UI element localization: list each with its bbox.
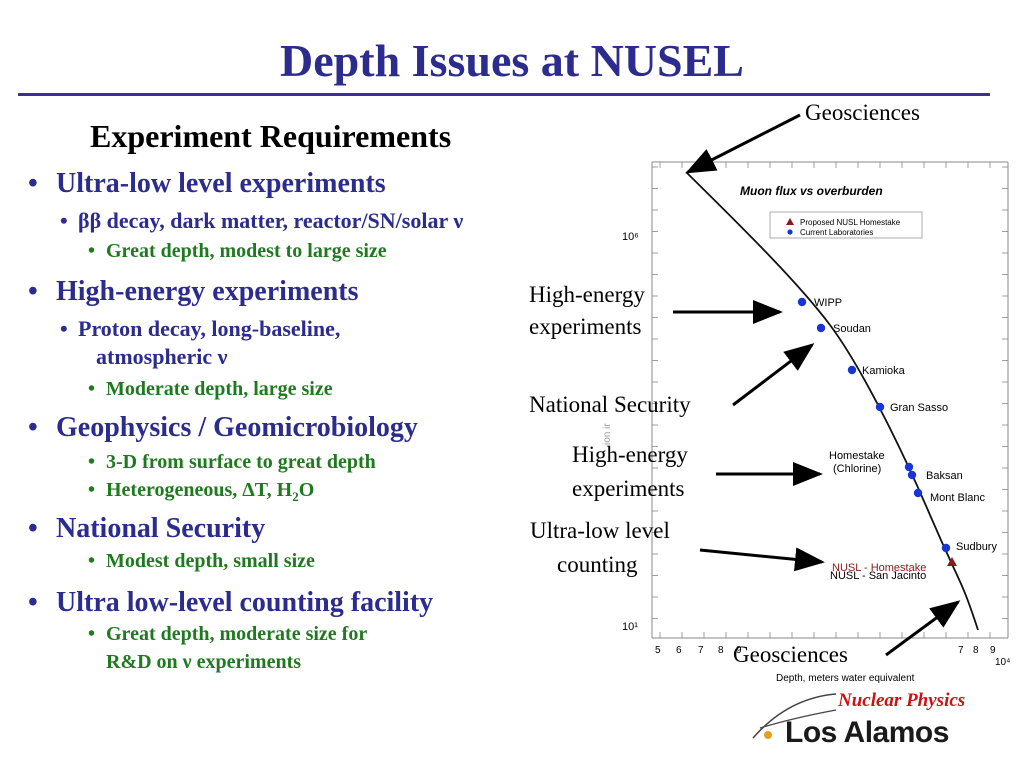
title-rule xyxy=(18,93,990,96)
bullet-geophysics: •Geophysics / Geomicrobiology xyxy=(28,412,418,443)
los-alamos-wordmark: Los Alamos xyxy=(785,716,949,749)
slide-subtitle: Experiment Requirements xyxy=(90,118,452,154)
data-point xyxy=(816,323,826,333)
chart-title: Muon flux vs overburden xyxy=(740,184,883,198)
bullet-national-security-label: National Security xyxy=(56,513,266,544)
detail-national-security: •Modest depth, small size xyxy=(88,550,315,572)
data-point xyxy=(904,462,914,472)
chart-legend: Proposed NUSL Homestake Current Laborato… xyxy=(769,211,923,239)
point-label: Kamioka xyxy=(862,365,906,377)
legend-circle-icon xyxy=(787,229,793,235)
callout-ultra-low-line1: Ultra-low level xyxy=(530,518,670,543)
sub-bullet-high-energy-line2: atmospheric ν xyxy=(96,344,228,369)
data-point xyxy=(847,365,857,375)
point-label: Baksan xyxy=(926,470,963,482)
data-point xyxy=(913,488,923,498)
legend-proposed: Proposed NUSL Homestake xyxy=(800,218,901,227)
data-point xyxy=(797,297,807,307)
bullet-ultra-low-label: Ultra-low level experiments xyxy=(56,168,386,199)
bullet-high-energy-label: High-energy experiments xyxy=(56,276,359,307)
point-label: Homestake xyxy=(829,450,885,462)
bullet-national-security: •National Security xyxy=(28,513,266,544)
arrow-geosciences-top xyxy=(685,113,801,174)
detail-geophysics-2-prefix: Heterogeneous, ΔT, H xyxy=(106,479,293,501)
bullet-ultra-low: •Ultra-low level experiments xyxy=(28,168,386,199)
legend-triangle-icon xyxy=(786,218,794,225)
callout-high-energy-2-line2: experiments xyxy=(572,476,685,501)
nuclear-physics-label: Nuclear Physics xyxy=(838,690,966,711)
detail-geophysics-2-sub: 2 xyxy=(292,489,299,504)
point-label: Soudan xyxy=(833,323,871,335)
x-tick-label: 6 xyxy=(676,645,682,656)
los-alamos-logo-icon xyxy=(752,693,837,739)
slide-title: Depth Issues at NUSEL xyxy=(280,35,744,86)
detail-geophysics-2-suffix: O xyxy=(298,479,315,501)
callout-ultra-low-line2: counting xyxy=(557,552,638,577)
detail-high-energy: •Moderate depth, large size xyxy=(88,378,333,400)
x-tick-label: 9 xyxy=(990,645,996,656)
data-point xyxy=(875,402,885,412)
point-label: NUSL - Homestake xyxy=(832,562,926,574)
data-point xyxy=(907,470,917,480)
flux-curve xyxy=(685,171,979,631)
sub-bullet-high-energy-line1: Proton decay, long-baseline, xyxy=(78,316,341,341)
bullet-counting-facility: •Ultra low-level counting facility xyxy=(28,587,434,618)
legend-current: Current Laboratories xyxy=(800,228,873,237)
detail-geophysics-1: •3-D from surface to great depth xyxy=(88,451,376,473)
arrow-national-security xyxy=(732,343,815,407)
arrow-geosciences-bottom xyxy=(885,600,961,657)
callout-high-energy-1-line2: experiments xyxy=(529,314,642,339)
detail-counting-facility-line1: Great depth, moderate size for xyxy=(106,623,368,645)
point-label: WIPP xyxy=(814,297,842,309)
detail-national-security-text: Modest depth, small size xyxy=(106,550,315,572)
y-axis-label: ion ir xyxy=(602,423,613,445)
data-point-proposed xyxy=(947,557,957,566)
callout-national-security: National Security xyxy=(529,392,691,417)
point-label: (Chlorine) xyxy=(833,463,881,475)
sub-bullet-ultra-low-text: ββ decay, dark matter, reactor/SN/solar … xyxy=(78,208,464,233)
annotation-san-jacinto: NUSL - San Jacinto xyxy=(830,570,926,582)
detail-geophysics-1-text: 3-D from surface to great depth xyxy=(106,451,376,473)
detail-ultra-low: •Great depth, modest to large size xyxy=(88,240,387,262)
callout-geosciences-top: Geosciences xyxy=(805,100,920,125)
detail-counting-facility-line2: R&D on ν experiments xyxy=(106,651,302,673)
sub-bullet-high-energy: •Proton decay, long-baseline, xyxy=(60,316,341,341)
y-tick-label: 10¹ xyxy=(622,621,638,633)
x-axis-label: Depth, meters water equivalent xyxy=(776,673,915,684)
detail-counting-facility: •Great depth, moderate size for xyxy=(88,623,368,645)
callout-geosciences-bottom: Geosciences xyxy=(733,642,848,667)
x-tick-label: 8 xyxy=(718,645,724,656)
point-label: Mont Blanc xyxy=(930,492,986,504)
callout-high-energy-2-line1: High-energy xyxy=(572,442,688,467)
point-label: Gran Sasso xyxy=(890,402,948,414)
callout-high-energy-1-line1: High-energy xyxy=(529,282,645,307)
data-point xyxy=(941,543,951,553)
detail-ultra-low-text: Great depth, modest to large size xyxy=(106,240,387,262)
x-tick-label: 8 xyxy=(973,645,979,656)
detail-geophysics-2: •Heterogeneous, ΔT, H2O xyxy=(88,479,315,504)
point-label: Sudbury xyxy=(956,541,997,553)
x-tick-label: 7 xyxy=(698,645,704,656)
arrow-ultra-low xyxy=(699,547,825,572)
bullet-counting-facility-label: Ultra low-level counting facility xyxy=(56,587,434,618)
x-tick-label: 5 xyxy=(655,645,661,656)
x-tick-label: 7 xyxy=(958,645,964,656)
sub-bullet-ultra-low: •ββ decay, dark matter, reactor/SN/solar… xyxy=(60,208,464,233)
data-points xyxy=(797,297,957,566)
bullet-high-energy: •High-energy experiments xyxy=(28,276,359,307)
bullet-geophysics-label: Geophysics / Geomicrobiology xyxy=(56,412,418,443)
x-tick-label: 9 xyxy=(736,645,742,656)
chart-ticks xyxy=(652,162,1008,638)
x-tick-label: 10⁴ xyxy=(995,657,1010,668)
detail-high-energy-text: Moderate depth, large size xyxy=(106,378,333,400)
legend-box xyxy=(769,211,923,239)
y-tick-label: 10⁶ xyxy=(622,231,639,243)
